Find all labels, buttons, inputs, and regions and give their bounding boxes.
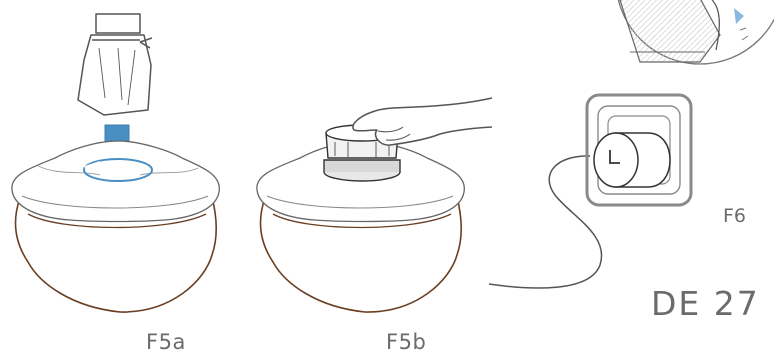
hand-icon [352,97,493,146]
figure-label-f5b: F5b [386,330,427,354]
inset-detail-circle [617,0,774,65]
figure-f6 [488,93,693,289]
power-cord [488,155,603,289]
filter-bag-icon [77,13,153,116]
bowl-f5b [259,196,462,313]
figure-f5a [11,13,220,313]
figure-label-f5a: F5a [146,330,186,354]
figure-f5b [256,97,493,313]
figure-label-f6: F6 [723,205,747,227]
page-number: DE 27 [651,284,760,323]
bowl-f5a [14,196,217,313]
plug-icon [593,132,671,188]
